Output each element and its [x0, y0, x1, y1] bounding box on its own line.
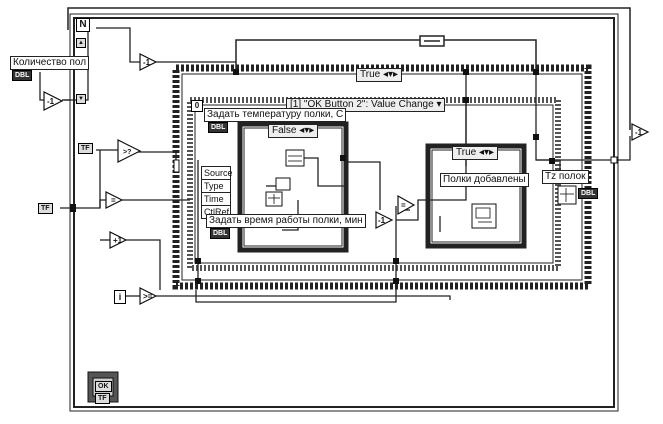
insert-node: [275, 177, 291, 191]
count-dbl-terminal: DBL: [12, 70, 33, 81]
decrement-node-top: [139, 53, 158, 71]
build-array-node: [285, 149, 305, 167]
svg-text:=: =: [111, 196, 116, 205]
svg-text:-1: -1: [47, 97, 55, 106]
decrement-node-right: [631, 123, 650, 141]
case-arrows-icon[interactable]: ◂▾▸: [478, 147, 495, 158]
feedback-wire: [67, 7, 631, 130]
false-case-selector[interactable]: False ◂▾▸: [268, 124, 319, 138]
case-arrows-icon[interactable]: ◂▾▸: [382, 69, 399, 80]
true-case-selector[interactable]: True ◂▾▸: [452, 146, 499, 160]
loop-index-terminal: i: [114, 290, 126, 304]
decrement-node-mid: [375, 211, 394, 229]
true-case-structure: [425, 143, 527, 249]
case-arrows-icon[interactable]: ◂▾▸: [299, 125, 315, 136]
outer-case-selector[interactable]: True ◂▾▸: [356, 68, 403, 82]
count-label: Количество пол: [10, 56, 90, 70]
tz-dbl-terminal: DBL: [578, 188, 599, 199]
svg-text:=: =: [401, 201, 406, 210]
svg-text:>=: >=: [143, 292, 153, 301]
event-data-item: Source: [202, 168, 233, 180]
increment-node: [109, 231, 128, 249]
for-loop-frame: [69, 13, 619, 412]
tf-terminal-left: TF: [38, 203, 53, 214]
shift-register-left: ▲: [76, 38, 86, 48]
event-index-box: 0: [191, 100, 203, 112]
event-data-item: Time: [202, 193, 230, 206]
loop-count-terminal: N: [76, 18, 90, 32]
ok-label: OK: [95, 381, 112, 392]
set-time-label: Задать время работы полки, мин: [206, 214, 366, 228]
temp-dbl-terminal: DBL: [208, 122, 229, 133]
shift-register-left-2: ▼: [76, 94, 86, 104]
tf-terminal-top: TF: [78, 143, 93, 154]
event-data-item: CtlRef: [204, 207, 230, 217]
time-dbl-terminal: DBL: [210, 228, 231, 239]
equal-node-mid: [397, 194, 416, 216]
tz-label: Tz полок: [542, 170, 589, 184]
shelves-added-label: Полки добавлены: [440, 173, 529, 187]
svg-text:+1: +1: [113, 236, 123, 245]
set-temp-label: Задать температуру полки, С: [204, 108, 347, 122]
tunnels: [70, 69, 618, 284]
svg-text:-1: -1: [635, 128, 643, 137]
compare-node-bottom: [139, 287, 158, 305]
event-data-item: Type: [202, 180, 230, 193]
svg-text:-1: -1: [378, 216, 386, 225]
graph-icon: [557, 185, 577, 205]
svg-text:>?: >?: [123, 149, 131, 156]
wires: [39, 24, 631, 303]
equal-node-left: [105, 191, 124, 209]
event-data-node: Source Type Time CtlRef: [201, 166, 233, 219]
primitive-nodes: [43, 53, 650, 305]
false-case-structure: [237, 121, 349, 253]
dropdown-arrow-icon[interactable]: ▾: [436, 99, 442, 110]
ok-tf-label: TF: [95, 393, 110, 404]
svg-text:-1: -1: [143, 58, 151, 67]
decrement-node-left: [43, 91, 64, 111]
not-node: [117, 139, 142, 163]
